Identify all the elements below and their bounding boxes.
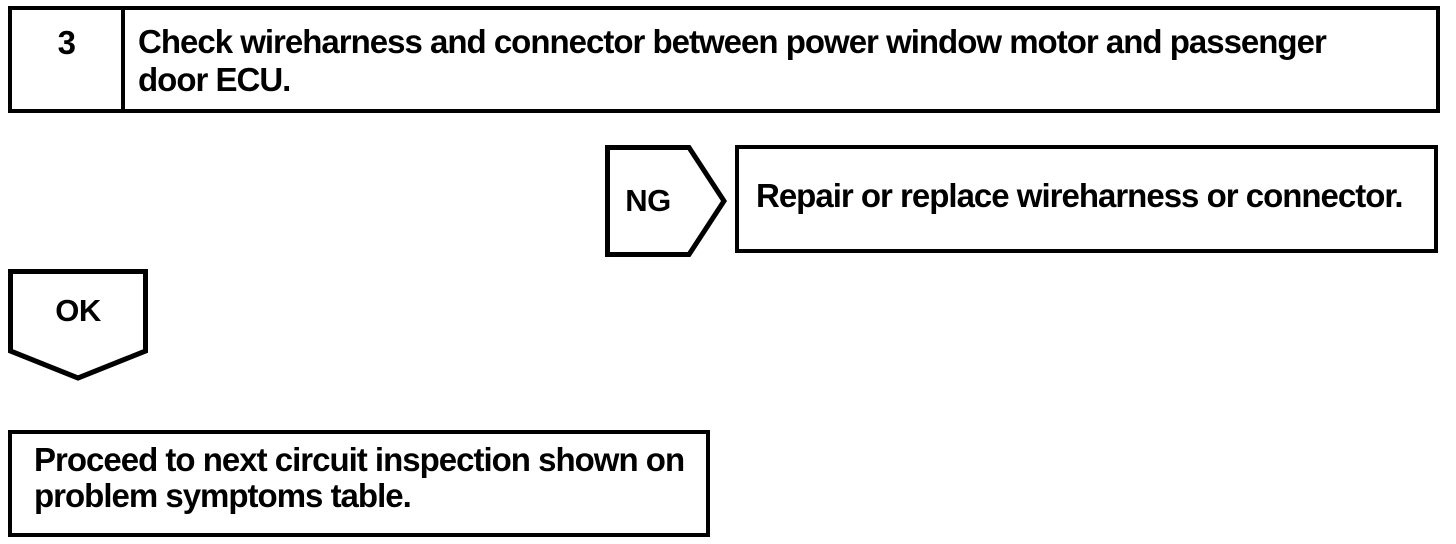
next-step-line-1: Proceed to next circuit inspection shown… [34,441,685,478]
ng-label: NG [625,183,671,218]
ok-branch-badge: OK [8,269,148,381]
ok-label: OK [55,293,101,328]
ng-action-box: Repair or replace wireharness or connect… [735,145,1438,253]
step-instruction-line-2: door ECU. [138,61,291,98]
ng-arrow-right-icon [605,145,727,257]
next-step-box: Proceed to next circuit inspection shown… [8,430,710,537]
ok-arrow-down-icon [8,269,148,381]
step-instruction-line-1: Check wireharness and connector between … [138,23,1327,60]
ng-branch-badge: NG [605,145,727,257]
ng-action-text: Repair or replace wireharness or connect… [756,177,1404,214]
step-number: 3 [12,10,125,109]
step-instruction: Check wireharness and connector between … [125,10,1436,109]
step-box: 3 Check wireharness and connector betwee… [8,6,1440,113]
next-step-line-2: problem symptoms table. [34,477,412,514]
